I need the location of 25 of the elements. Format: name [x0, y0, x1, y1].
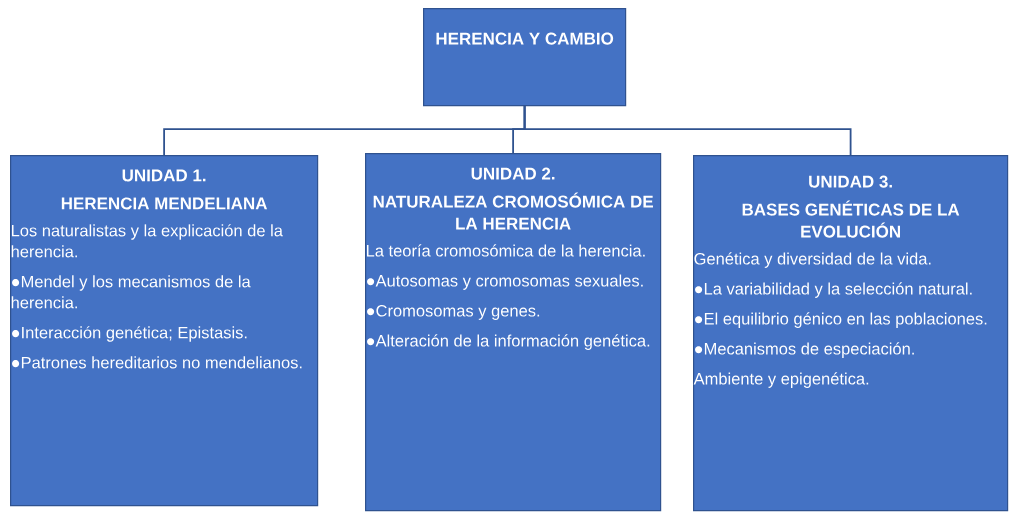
list-item: ●El equilibrio génico en las poblaciones.	[695, 312, 987, 328]
heading: BASES GENÉTICAS DE LA EVOLUCIÓN	[742, 200, 960, 238]
heading: HERENCIA Y CAMBIO	[436, 32, 614, 45]
connector-line	[523, 105, 852, 156]
heading: HERENCIA MENDELIANA	[61, 197, 268, 210]
list-item: Genética y diversidad de la vida.	[694, 252, 931, 268]
topic-box	[365, 153, 662, 512]
heading: UNIDAD 3.	[809, 175, 892, 188]
topic-box	[693, 155, 1009, 512]
list-item: ●Cromosomas y genes.	[367, 304, 540, 320]
list-item: ●Alteración de la información genética.	[367, 334, 650, 350]
list-item: La teoría cromosómica de la herencia.	[366, 244, 645, 257]
list-item: Ambiente y epigenética.	[693, 372, 869, 388]
heading: UNIDAD 2.	[471, 167, 555, 180]
topic-box	[10, 155, 319, 507]
heading: NATURALEZA CROMOSÓMICA DE LA HERENCIA	[373, 192, 653, 230]
heading: UNIDAD 1.	[122, 169, 206, 182]
list-item: ●Patrones hereditarios no mendelianos.	[12, 356, 302, 369]
list-item: ●Mendel y los mecanismos de la herencia.	[11, 275, 251, 309]
list-item: ●Autosomas y cromosomas sexuales.	[367, 274, 643, 290]
list-item: Los naturalistas y la explicación de la herencia.	[11, 224, 283, 258]
list-item: ●Mecanismos de especiación.	[695, 342, 914, 358]
list-item: ●La variabilidad y la selección natural.	[695, 282, 972, 298]
list-item: ●Interacción genética; Epistasis.	[12, 326, 247, 342]
topic-box	[423, 8, 627, 107]
